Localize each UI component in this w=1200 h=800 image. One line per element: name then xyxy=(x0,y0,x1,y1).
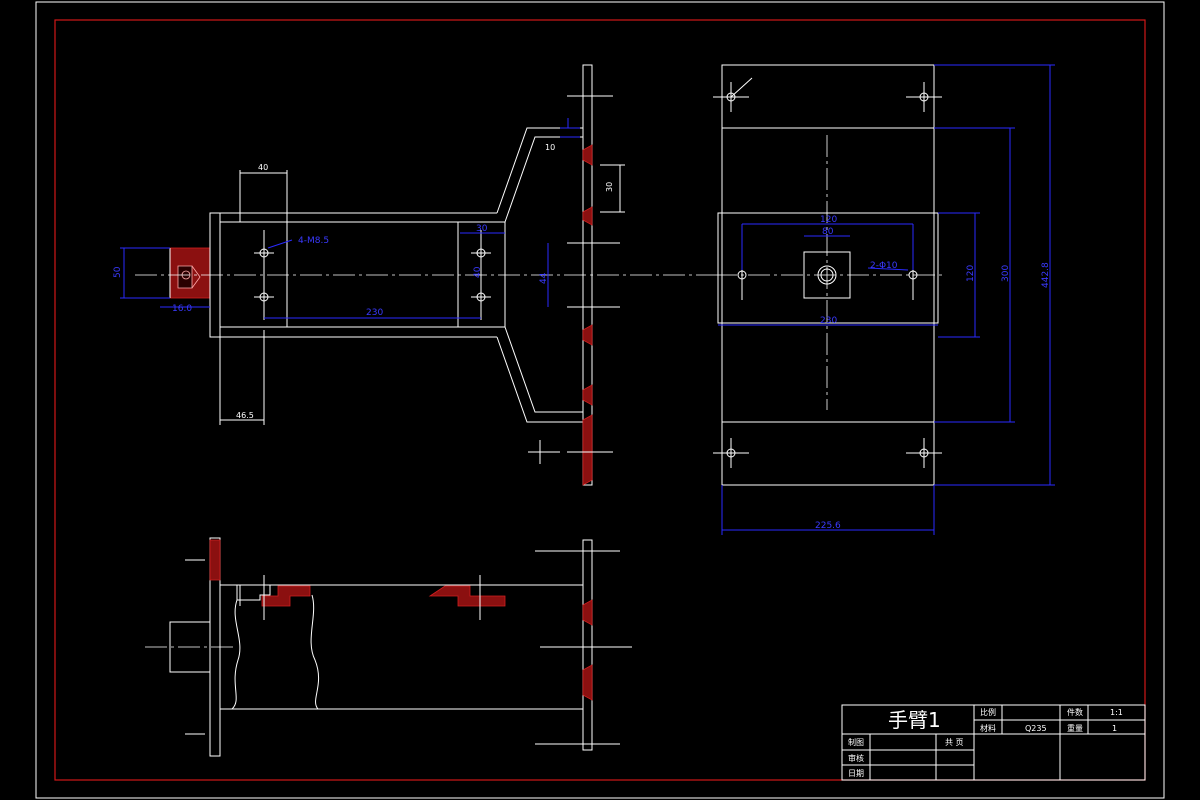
section-view xyxy=(145,537,632,757)
title-block: 手臂1 比例 件数 1:1 材料 Q235 重量 1 制图 审核 日期 共 页 xyxy=(841,704,1146,781)
part-name: 手臂1 xyxy=(888,708,941,732)
dim-hub-50: 50 xyxy=(113,266,123,278)
dim-end-30: 30 xyxy=(476,224,488,234)
plan-view xyxy=(713,64,945,486)
dim-plate-120-v: 120 xyxy=(966,265,976,282)
drawn-label: 制图 xyxy=(848,737,864,747)
dim-top-width: 40 xyxy=(258,163,268,172)
material-value: Q235 xyxy=(1025,724,1047,733)
dim-442: 442.8 xyxy=(1041,262,1051,288)
dim-2-phi10: 2-Φ10 xyxy=(870,261,898,271)
count-label: 件数 xyxy=(1067,707,1083,717)
dim-4-m8: 4-M8.5 xyxy=(298,236,329,246)
dim-plate-120: 120 xyxy=(820,215,837,225)
dim-thickness-10: 10 xyxy=(545,143,555,152)
dim-hub-16: 16.0 xyxy=(172,304,192,314)
dim-plate-230: 230 xyxy=(820,316,837,326)
count-value: 1 xyxy=(1112,724,1117,733)
checked-label: 审核 xyxy=(848,753,864,763)
dim-flange-44: 44 xyxy=(539,272,549,284)
outer-sheet-border xyxy=(35,1,1165,799)
material-label: 材料 xyxy=(980,723,996,733)
dim-flange-30: 30 xyxy=(605,182,614,192)
weight-label: 重量 xyxy=(1067,723,1083,733)
drawing-frame xyxy=(54,19,1146,781)
date-label: 日期 xyxy=(848,769,864,778)
dim-300: 300 xyxy=(1001,265,1011,282)
pages-label: 共 页 xyxy=(945,738,964,747)
dim-hole-pitch-40: 40 xyxy=(473,266,483,278)
dim-bottom-46: 46.5 xyxy=(236,411,254,420)
dim-225: 225.6 xyxy=(815,521,841,531)
dim-boss-80: 80 xyxy=(822,227,834,237)
ratio-value: 1:1 xyxy=(1110,708,1123,717)
dim-hole-span-230: 230 xyxy=(366,308,383,318)
center-plate xyxy=(717,212,939,324)
ratio-label: 比例 xyxy=(980,707,996,717)
plan-view-dimensions: 120 80 2-Φ10 230 120 300 442.8 225.6 xyxy=(718,64,1055,535)
front-view-dimensions: 40 10 30 50 4-M8.5 30 40 230 44 46.5 16.… xyxy=(113,118,625,421)
front-view xyxy=(135,64,715,486)
